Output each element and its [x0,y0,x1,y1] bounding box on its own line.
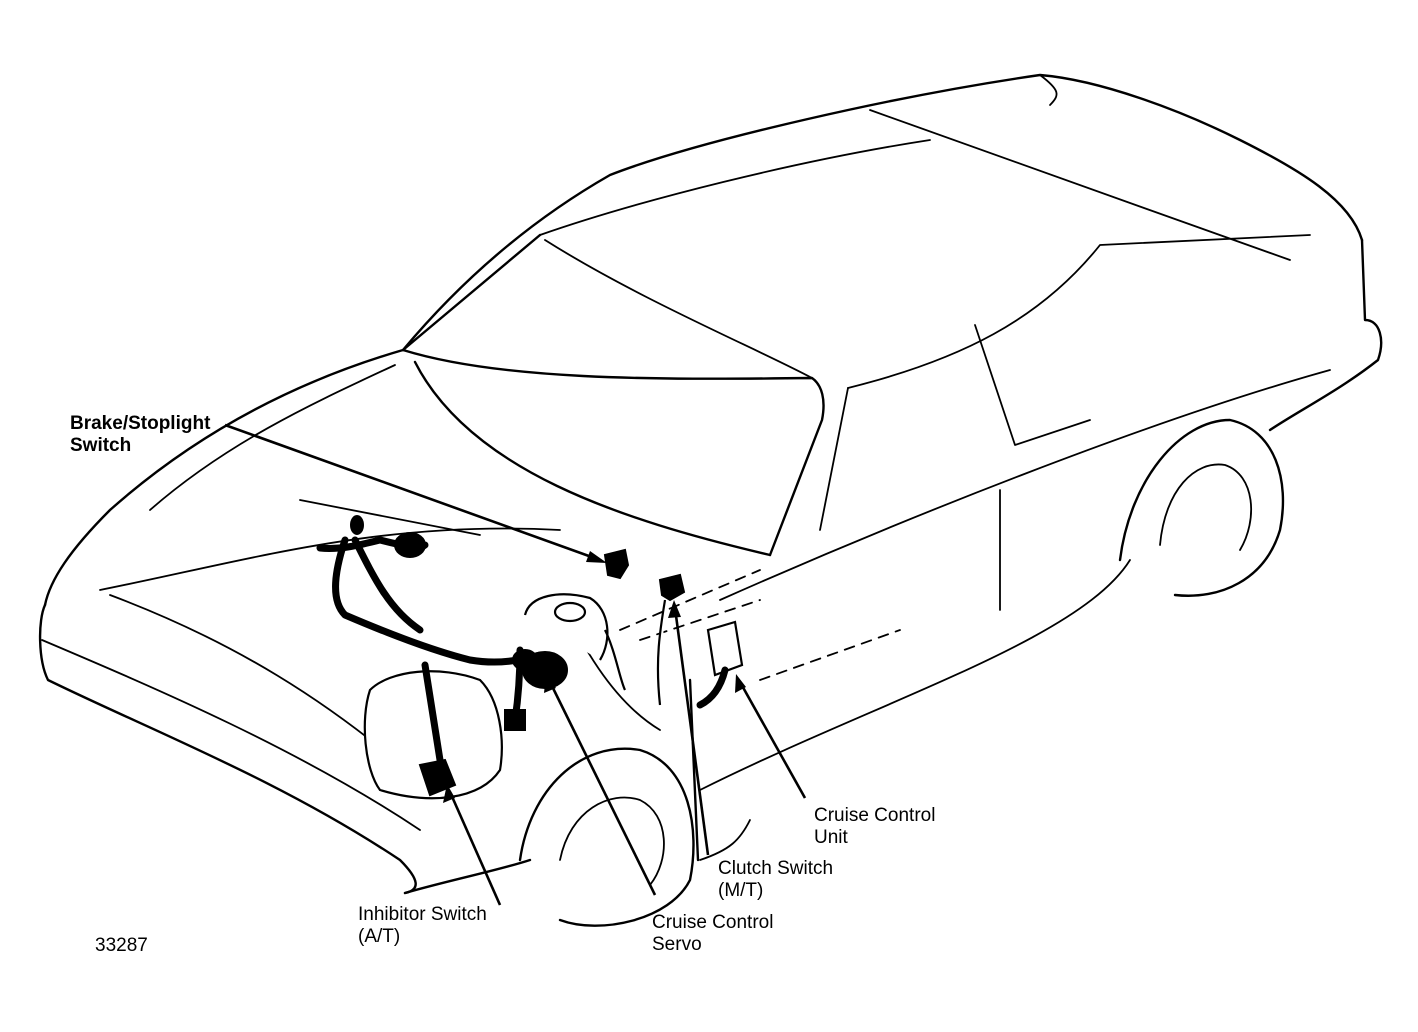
hidden-line [619,569,761,631]
figure-number: 33287 [95,935,148,956]
connector [350,515,364,535]
servo-actuator [512,649,538,671]
label-line: Cruise Control [814,805,936,826]
b-pillar [819,387,849,531]
reservoir [523,593,609,661]
harness-wire [332,536,544,666]
cruise-control-components [316,515,744,800]
inhibitor-switch-part [418,758,457,797]
connector [504,709,526,731]
roof-line [401,73,1364,352]
leader-cruise-unit [738,681,807,799]
rear-deck [1268,238,1383,432]
label-line: Inhibitor Switch [358,904,487,925]
reservoir-hose [604,629,627,691]
arrowhead [668,600,681,618]
beltline [719,369,1331,601]
car-body-outline [38,73,1383,927]
rear-tire [1118,418,1285,597]
windshield-top [544,239,813,379]
sill [699,819,751,861]
leader-inhibitor [448,791,502,906]
hood-front [43,348,405,607]
shift-linkage [421,661,444,764]
roof-edge [539,139,931,236]
label-line: Servo [652,934,702,955]
brake-stoplight-switch-part [603,548,630,580]
clutch-switch-part [658,573,686,602]
rocker-line [699,559,1131,791]
front-tire [518,747,695,927]
rear-window [974,324,1091,446]
label-brake-stoplight-switch: Brake/Stoplight Switch [70,413,210,457]
hidden-line [639,599,761,641]
a-pillar [401,233,542,352]
label-cruise-control-servo: Cruise Control Servo [652,912,773,956]
arrowhead [735,674,746,693]
windshield-bottom [413,360,772,557]
side-window-top [847,234,1311,389]
leader-brake-stoplight [224,423,601,562]
front-bumper [38,603,417,895]
arrowhead [443,784,455,803]
arrowhead [544,674,556,693]
hood-line [149,364,396,511]
hood-crease [99,527,561,591]
hood-seam [299,499,481,536]
leader-clutch [673,607,710,856]
bumper-line [41,639,421,831]
reservoir-cap [553,601,587,623]
label-line: (A/T) [358,926,401,947]
roof-rear [1039,74,1058,106]
arrowhead [586,551,607,563]
harness-wire [351,536,424,634]
front-hub [559,796,665,886]
callout-leader-lines [224,423,807,906]
label-clutch-switch: Clutch Switch (M/T) [718,858,833,902]
clutch-pedal [656,599,667,706]
connector [394,532,426,558]
label-line: Clutch Switch [718,858,834,879]
cruise-control-unit-part [706,620,744,677]
leader-servo [548,681,657,896]
windshield-frame [401,348,825,557]
lower-front [403,858,532,895]
label-line: Cruise Control [652,912,774,933]
label-line: Brake/Stoplight [70,413,211,434]
unit-wire [696,666,729,709]
label-line: Unit [814,827,848,848]
rear-hub [1159,463,1252,551]
harness-wire-highlight [346,558,362,614]
label-line: Switch [70,435,132,456]
fender-rear [688,678,700,862]
hidden-line [759,629,901,681]
label-inhibitor-switch: Inhibitor Switch (A/T) [358,904,487,948]
label-line: (M/T) [718,880,764,901]
label-cruise-control-unit: Cruise Control Unit [814,805,935,849]
